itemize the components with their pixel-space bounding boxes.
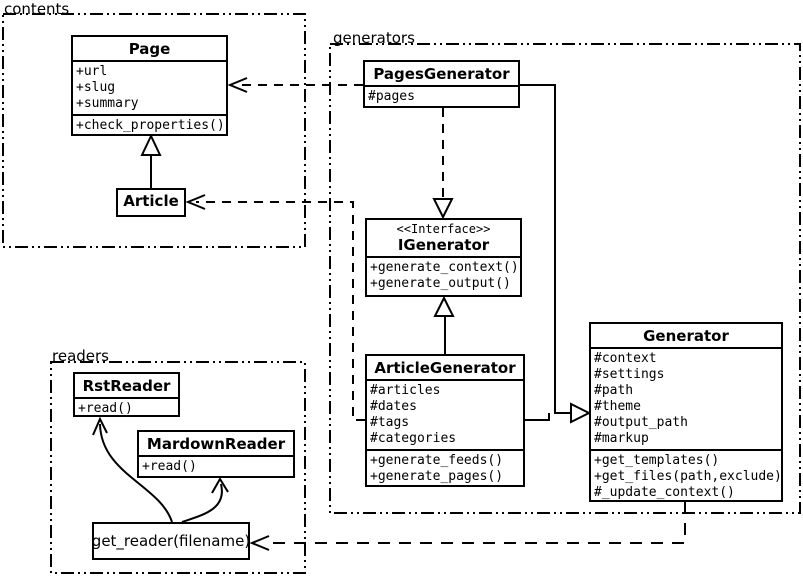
class-articlegenerator: ArticleGenerator #articles #dates #tags … bbox=[365, 354, 525, 487]
attribute: #theme bbox=[594, 399, 641, 414]
class-rstreader: RstReader +read() bbox=[73, 372, 180, 417]
attribute: #output_path bbox=[594, 415, 688, 430]
method: +check_properties() bbox=[76, 118, 225, 133]
class-page-attributes: +url +slug +summary bbox=[73, 60, 226, 114]
class-generator: Generator #context #settings #path #them… bbox=[589, 322, 783, 502]
method: +read() bbox=[78, 401, 133, 416]
class-article: Article bbox=[116, 188, 186, 217]
dependency-articlegenerator-to-article-arrow bbox=[185, 194, 365, 421]
class-page-methods: +check_properties() bbox=[73, 114, 226, 136]
attribute: +slug bbox=[76, 80, 116, 95]
dependency-generator-to-getreader-arrow bbox=[249, 502, 686, 551]
class-pagesgenerator: PagesGenerator #pages bbox=[363, 60, 520, 108]
class-page: Page +url +slug +summary +check_properti… bbox=[71, 35, 228, 136]
class-articlegenerator-methods: +generate_feeds() +generate_pages() bbox=[367, 449, 523, 487]
realization-pagesgenerator-to-igenerator-arrow bbox=[432, 108, 454, 220]
dependency-pagesgenerator-to-page-arrow bbox=[227, 77, 363, 93]
class-page-name: Page bbox=[128, 40, 171, 58]
method: +generate_output() bbox=[370, 276, 511, 291]
attribute: #categories bbox=[370, 431, 457, 446]
class-articlegenerator-name: ArticleGenerator bbox=[374, 359, 516, 377]
package-label-readers: readers bbox=[52, 347, 109, 365]
method: +get_files(path,exclude) bbox=[594, 469, 782, 484]
class-igenerator-name: IGenerator bbox=[397, 236, 490, 254]
attribute: #settings bbox=[594, 367, 665, 382]
class-mardownreader: MardownReader +read() bbox=[137, 430, 295, 478]
class-pagesgenerator-name: PagesGenerator bbox=[373, 65, 510, 83]
arrow-getreader-to-rstreader bbox=[92, 416, 173, 523]
method: +get_templates() bbox=[594, 453, 720, 468]
attribute: #pages bbox=[368, 89, 415, 104]
attribute: +summary bbox=[76, 96, 139, 111]
package-generators-boundary bbox=[329, 43, 801, 514]
package-readers-boundary bbox=[50, 361, 306, 574]
package-label-contents: contents bbox=[4, 0, 70, 18]
inheritance-articlegenerator-to-igenerator-arrow bbox=[433, 295, 455, 354]
attribute: +url bbox=[76, 64, 108, 79]
class-igenerator-stereotype: <<Interface>> bbox=[396, 222, 491, 236]
method: +generate_context() bbox=[370, 260, 519, 275]
method: +generate_pages() bbox=[370, 469, 504, 484]
class-generator-methods: +get_templates() +get_files(path,exclude… bbox=[591, 449, 782, 503]
inheritance-to-generator-arrow bbox=[520, 84, 592, 424]
method: #_update_context() bbox=[594, 485, 735, 500]
class-rstreader-methods: +read() bbox=[75, 397, 178, 419]
class-generator-attributes: #context #settings #path #theme #output_… bbox=[591, 347, 781, 449]
attribute: #dates bbox=[370, 399, 417, 414]
class-mardownreader-name: MardownReader bbox=[146, 435, 286, 453]
class-article-name: Article bbox=[123, 192, 179, 210]
class-mardownreader-methods: +read() bbox=[139, 455, 293, 477]
package-contents-boundary bbox=[2, 13, 306, 248]
inheritance-article-to-page-arrow bbox=[140, 133, 162, 188]
class-pagesgenerator-attributes: #pages bbox=[365, 85, 518, 107]
class-articlegenerator-attributes: #articles #dates #tags #categories bbox=[367, 379, 523, 449]
node-get-reader: get_reader(filename) bbox=[92, 522, 250, 560]
method: +generate_feeds() bbox=[370, 453, 504, 468]
class-igenerator-header: <<Interface>> IGenerator bbox=[367, 220, 520, 256]
package-label-generators: generators bbox=[333, 29, 415, 47]
class-igenerator-methods: +generate_context() +generate_output() bbox=[367, 256, 520, 294]
attribute: #markup bbox=[594, 431, 649, 446]
class-igenerator: <<Interface>> IGenerator +generate_conte… bbox=[365, 218, 522, 297]
method: +read() bbox=[142, 459, 197, 474]
class-rstreader-name: RstReader bbox=[82, 377, 171, 395]
attribute: #articles bbox=[370, 383, 441, 398]
class-generator-name: Generator bbox=[643, 327, 729, 345]
attribute: #tags bbox=[370, 415, 410, 430]
arrow-getreader-to-mardownreader bbox=[181, 477, 229, 523]
attribute: #path bbox=[594, 383, 634, 398]
attribute: #context bbox=[594, 351, 657, 366]
